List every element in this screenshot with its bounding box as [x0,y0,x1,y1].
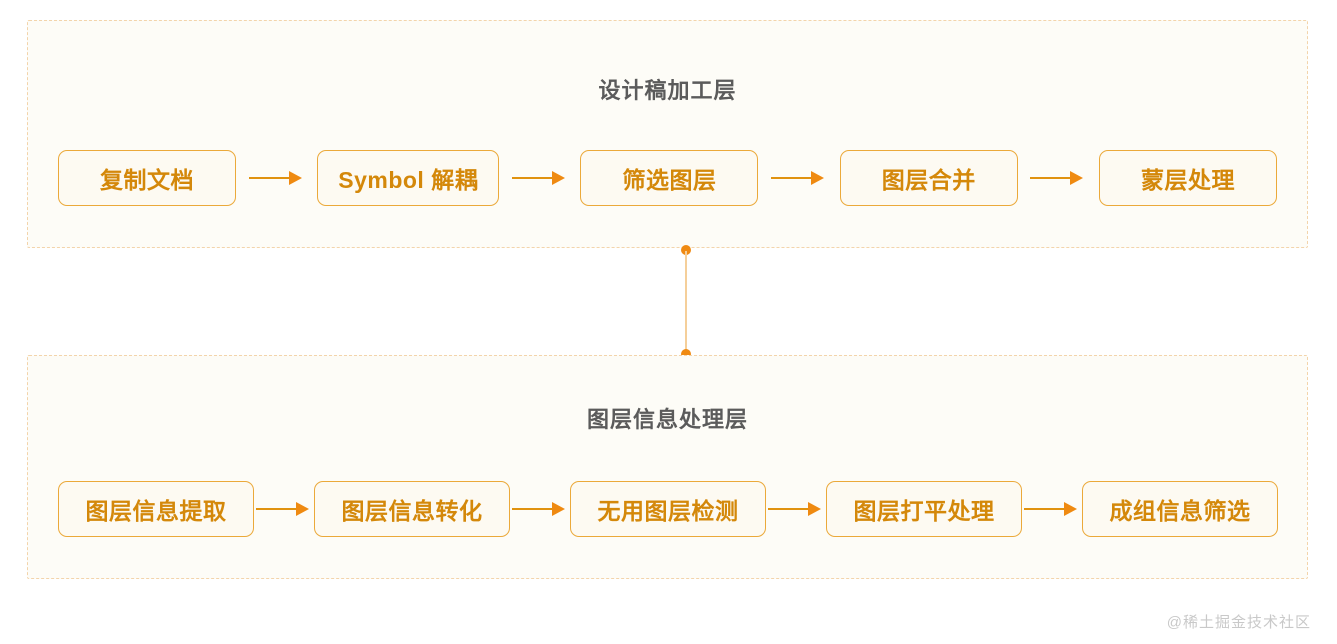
arrow-right-icon [512,502,568,516]
node-layer-flatten[interactable]: 图层打平处理 [826,481,1022,537]
arrow-right-icon [768,502,824,516]
connector-dot-top-icon [681,245,691,255]
node-symbol-decouple[interactable]: Symbol 解耦 [317,150,500,206]
arrow-head [808,502,821,516]
arrow-right-icon [511,171,568,185]
node-label: 图层打平处理 [853,498,995,524]
arrow-head [1070,171,1084,185]
node-layer-info-transform[interactable]: 图层信息转化 [314,481,510,537]
flow-row-layer-info-processing-layer: 图层信息提取 图层信息转化 无用图层检测 图层打平处理 [58,481,1278,537]
node-useless-layer-detect[interactable]: 无用图层检测 [570,481,766,537]
node-label: 筛选图层 [622,167,717,193]
arrow-shaft [771,177,814,179]
arrow-shaft [256,508,298,510]
arrow-shaft [1030,177,1073,179]
node-label: 无用图层检测 [597,498,739,524]
node-mask-processing[interactable]: 蒙层处理 [1098,150,1277,206]
connector-dot-bottom-icon [681,349,691,359]
arrow-right-icon [1030,171,1086,185]
watermark: @稀土掘金技术社区 [1166,614,1311,631]
arrow-head [288,171,302,185]
arrow-head [552,502,565,516]
section-design-processing-layer: 设计稿加工层 复制文档 Symbol 解耦 筛选图层 [27,20,1308,248]
arrow-head [811,171,825,185]
node-label: 图层信息提取 [85,498,227,524]
arrow-right-icon [1024,502,1080,516]
section-title-design-processing-layer: 设计稿加工层 [598,78,737,103]
node-layer-info-extract[interactable]: 图层信息提取 [58,481,254,537]
connector-line [685,251,687,353]
flow-row-design-processing-layer: 复制文档 Symbol 解耦 筛选图层 图层合并 [58,150,1277,206]
node-filter-layers[interactable]: 筛选图层 [580,150,759,206]
arrow-shaft [511,177,554,179]
node-label: Symbol 解耦 [338,167,479,193]
node-label: 图层合并 [881,167,976,193]
arrow-shaft [768,508,810,510]
section-layer-info-processing-layer: 图层信息处理层 图层信息提取 图层信息转化 无用图层检测 [27,355,1308,579]
arrow-shaft [1024,508,1066,510]
node-label: 图层信息转化 [341,498,483,524]
node-group-info-filter[interactable]: 成组信息筛选 [1082,481,1278,537]
node-merge-layers[interactable]: 图层合并 [839,150,1018,206]
arrow-right-icon [256,502,312,516]
section-title-layer-info-processing-layer: 图层信息处理层 [586,407,748,432]
arrow-right-icon [771,171,827,185]
arrow-head [1064,502,1077,516]
node-label: 复制文档 [100,167,194,193]
arrow-head [296,502,309,516]
node-label: 蒙层处理 [1140,167,1235,193]
section-connector [681,245,691,359]
arrow-shaft [512,508,554,510]
arrow-head [551,171,565,185]
node-label: 成组信息筛选 [1109,498,1251,524]
arrow-right-icon [248,171,305,185]
arrow-shaft [248,177,291,179]
node-copy-document[interactable]: 复制文档 [58,150,236,206]
